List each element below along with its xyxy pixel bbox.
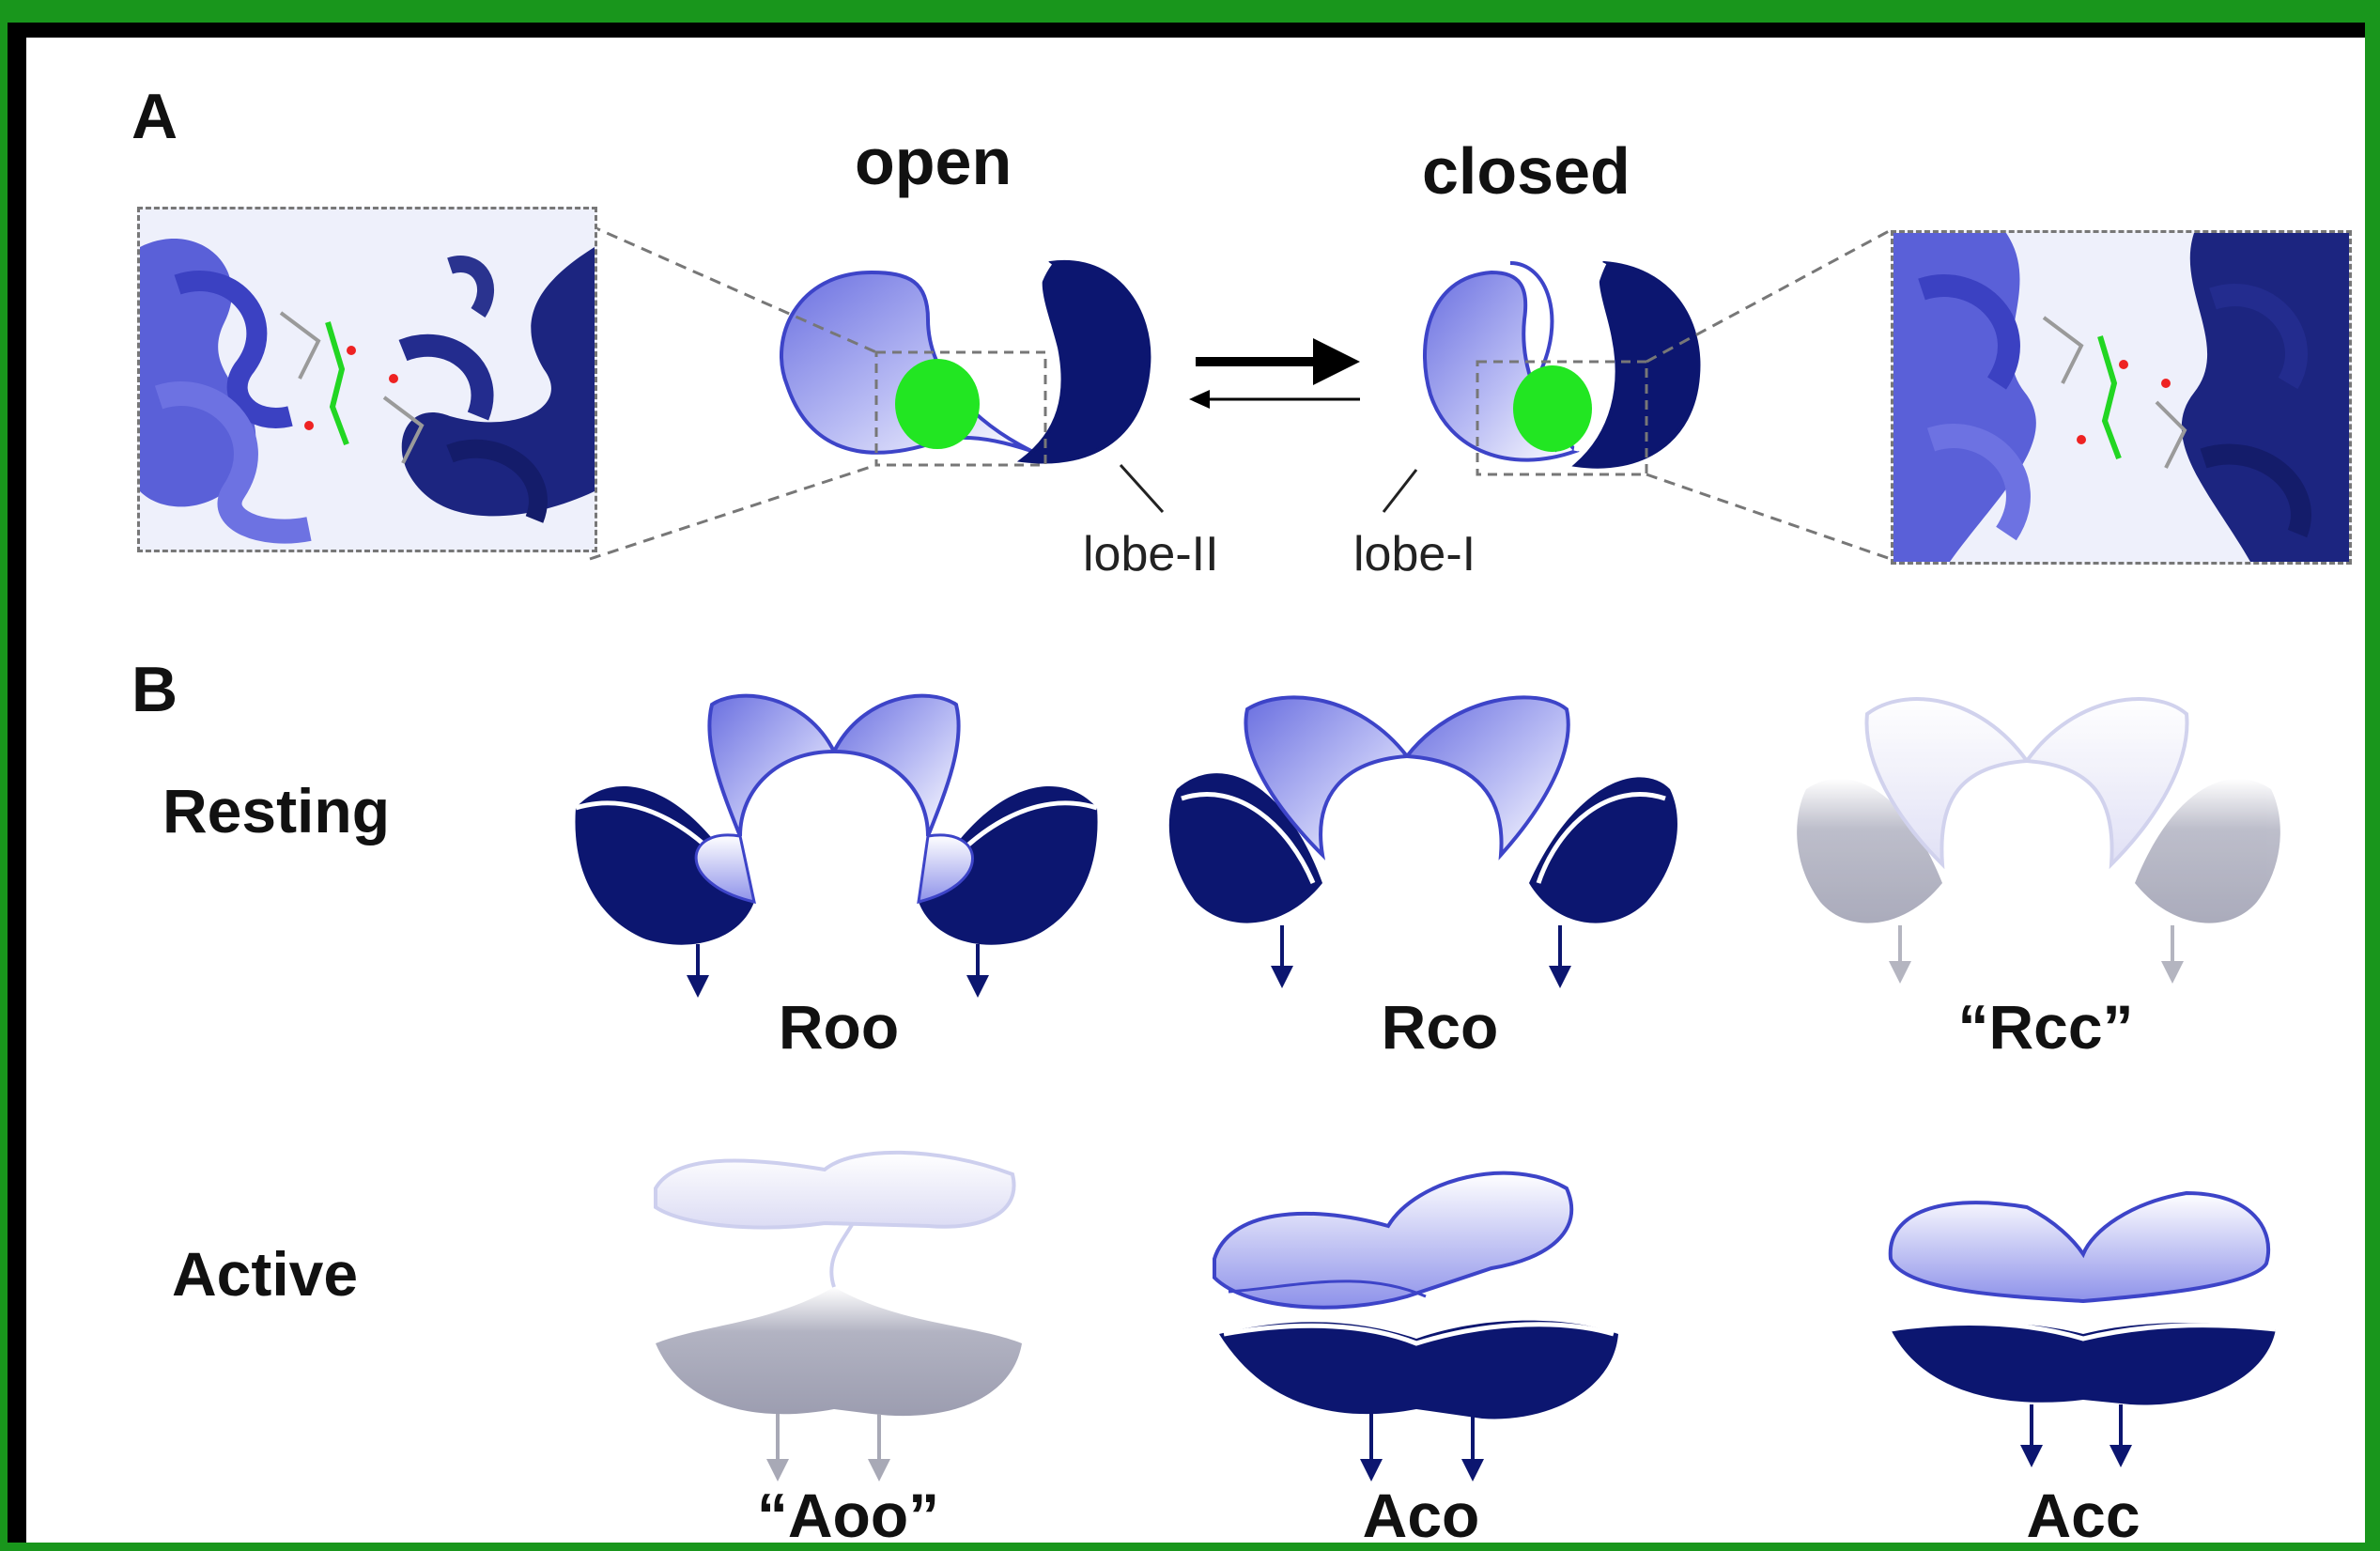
roo-label: Roo xyxy=(779,991,899,1062)
aoo-cartoon xyxy=(656,1153,1022,1470)
open-ligand xyxy=(895,359,980,449)
closed-ribbon-structure xyxy=(1893,233,2349,562)
panel-a-letter: A xyxy=(131,80,178,153)
open-lobe-ii xyxy=(1022,262,1149,462)
aco-cartoon xyxy=(1214,1173,1618,1470)
rco-cartoon xyxy=(1169,697,1677,977)
open-state-title: open xyxy=(855,124,1012,199)
closed-ligand xyxy=(1513,365,1592,452)
closed-zoom-inset xyxy=(1891,230,2352,565)
aco-label: Aco xyxy=(1363,1480,1480,1551)
rcc-label: “Rcc” xyxy=(1957,991,2133,1062)
open-state-cartoon xyxy=(781,262,1149,465)
panel-b-letter: B xyxy=(131,653,178,726)
figure-panel: A open closed lobe-II lobe-I B Resting A… xyxy=(26,38,2365,1543)
acc-cartoon xyxy=(1891,1193,2276,1456)
closed-state-title: closed xyxy=(1422,133,1630,209)
equilibrium-arrows xyxy=(1189,338,1360,409)
rcc-cartoon xyxy=(1797,699,2280,972)
aoo-label: “Aoo” xyxy=(757,1480,939,1551)
acc-label: Acc xyxy=(2026,1480,2140,1551)
rco-label: Rco xyxy=(1382,991,1499,1062)
active-row-label: Active xyxy=(172,1238,358,1310)
lobe-ii-label: lobe-II xyxy=(1083,526,1219,582)
roo-cartoon xyxy=(575,696,1097,986)
closed-state-cartoon xyxy=(1425,263,1698,474)
figure-border: A open closed lobe-II lobe-I B Resting A… xyxy=(8,23,2365,1543)
lobe-i-label: lobe-I xyxy=(1353,526,1476,582)
resting-row-label: Resting xyxy=(162,775,390,846)
open-ribbon-structure xyxy=(140,209,595,550)
open-zoom-inset xyxy=(137,207,597,552)
